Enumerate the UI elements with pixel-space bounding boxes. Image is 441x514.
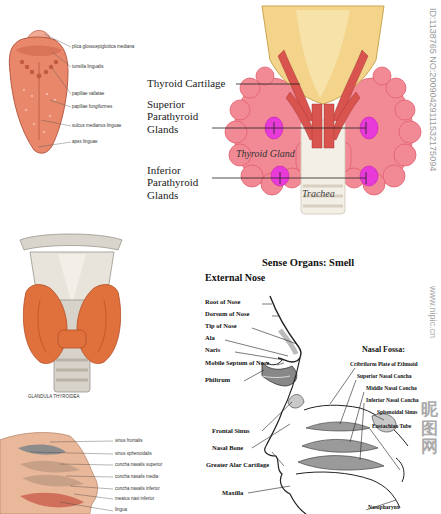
part-label: meatus nasi inferior xyxy=(115,496,154,501)
part-label: Dorsum of Nose xyxy=(205,310,249,317)
part-label: Maxilla xyxy=(222,489,243,496)
figure-caption: GLANDULA THYROIDEA xyxy=(28,394,79,399)
part-label: Eustachian Tube xyxy=(372,423,411,429)
part-label: Naris xyxy=(205,346,220,353)
part-label: sinus sphenoidalis xyxy=(115,451,152,456)
part-label: Nasopharynx xyxy=(368,504,399,510)
watermark: 昵图网 xyxy=(421,400,438,456)
part-label: Cribriform Plate of Ethmoid xyxy=(350,361,418,367)
part-label: concha nasalis inferior xyxy=(115,486,160,491)
watermark: ID:1138765 NO:20090429111532175094 xyxy=(428,8,438,171)
part-label: Root of Nose xyxy=(205,298,240,305)
part-label: Thyroid Gland xyxy=(236,148,295,159)
part-label: Thyroid Cartilage xyxy=(147,77,226,89)
part-label: Inferior Nasal Concha xyxy=(366,397,418,403)
part-label: Ala xyxy=(205,334,215,341)
part-label: lingua xyxy=(115,507,127,512)
head-section-illustration xyxy=(0,433,113,514)
watermark: www.nipic.cn xyxy=(428,286,438,338)
part-label: concha nasalis superior xyxy=(115,462,162,467)
section-title: Sense Organs: Smell xyxy=(262,257,354,269)
section-title: External Nose xyxy=(205,272,265,283)
part-label: sinus frontalis xyxy=(115,438,143,443)
part-label: Superior Parathyroid Glands xyxy=(147,98,211,135)
part-label: Sphenoidal Sinus xyxy=(377,409,418,415)
part-label: apex linguae xyxy=(72,139,98,144)
part-label: Middle Nasal Concha xyxy=(366,385,417,391)
part-label: concha nasalis media xyxy=(115,474,158,479)
part-label: sulcus medianus linguae xyxy=(72,123,121,128)
part-label: papillae vallatae xyxy=(72,91,104,96)
part-label: Frontal Sinus xyxy=(212,427,250,434)
part-label: Philtrum xyxy=(205,376,230,383)
part-label: Greater Alar Cartilage xyxy=(206,461,269,468)
part-label: papillae fungiformes xyxy=(72,104,112,109)
part-label: Mobile Septum of Nose xyxy=(205,359,269,366)
part-label: Nasal Bone xyxy=(212,444,243,451)
nasal-fossa-illustration xyxy=(248,358,408,514)
external-nose-illustration xyxy=(225,296,301,386)
part-label: Tip of Nose xyxy=(205,322,237,329)
part-label: plica glossoepiglottica mediana xyxy=(72,44,134,49)
tongue-illustration xyxy=(9,31,71,154)
glandula-thyroidea-illustration xyxy=(20,234,122,392)
part-label: Superior Nasal Concha xyxy=(357,373,412,379)
part-label: Trachea xyxy=(302,188,335,199)
part-label: tonsilla lingualis xyxy=(72,64,104,69)
part-label: Inferior Parathyroid Glands xyxy=(147,164,211,201)
thyroid-parathyroid-illustration xyxy=(212,6,421,214)
section-title: Nasal Fossa: xyxy=(362,346,405,355)
